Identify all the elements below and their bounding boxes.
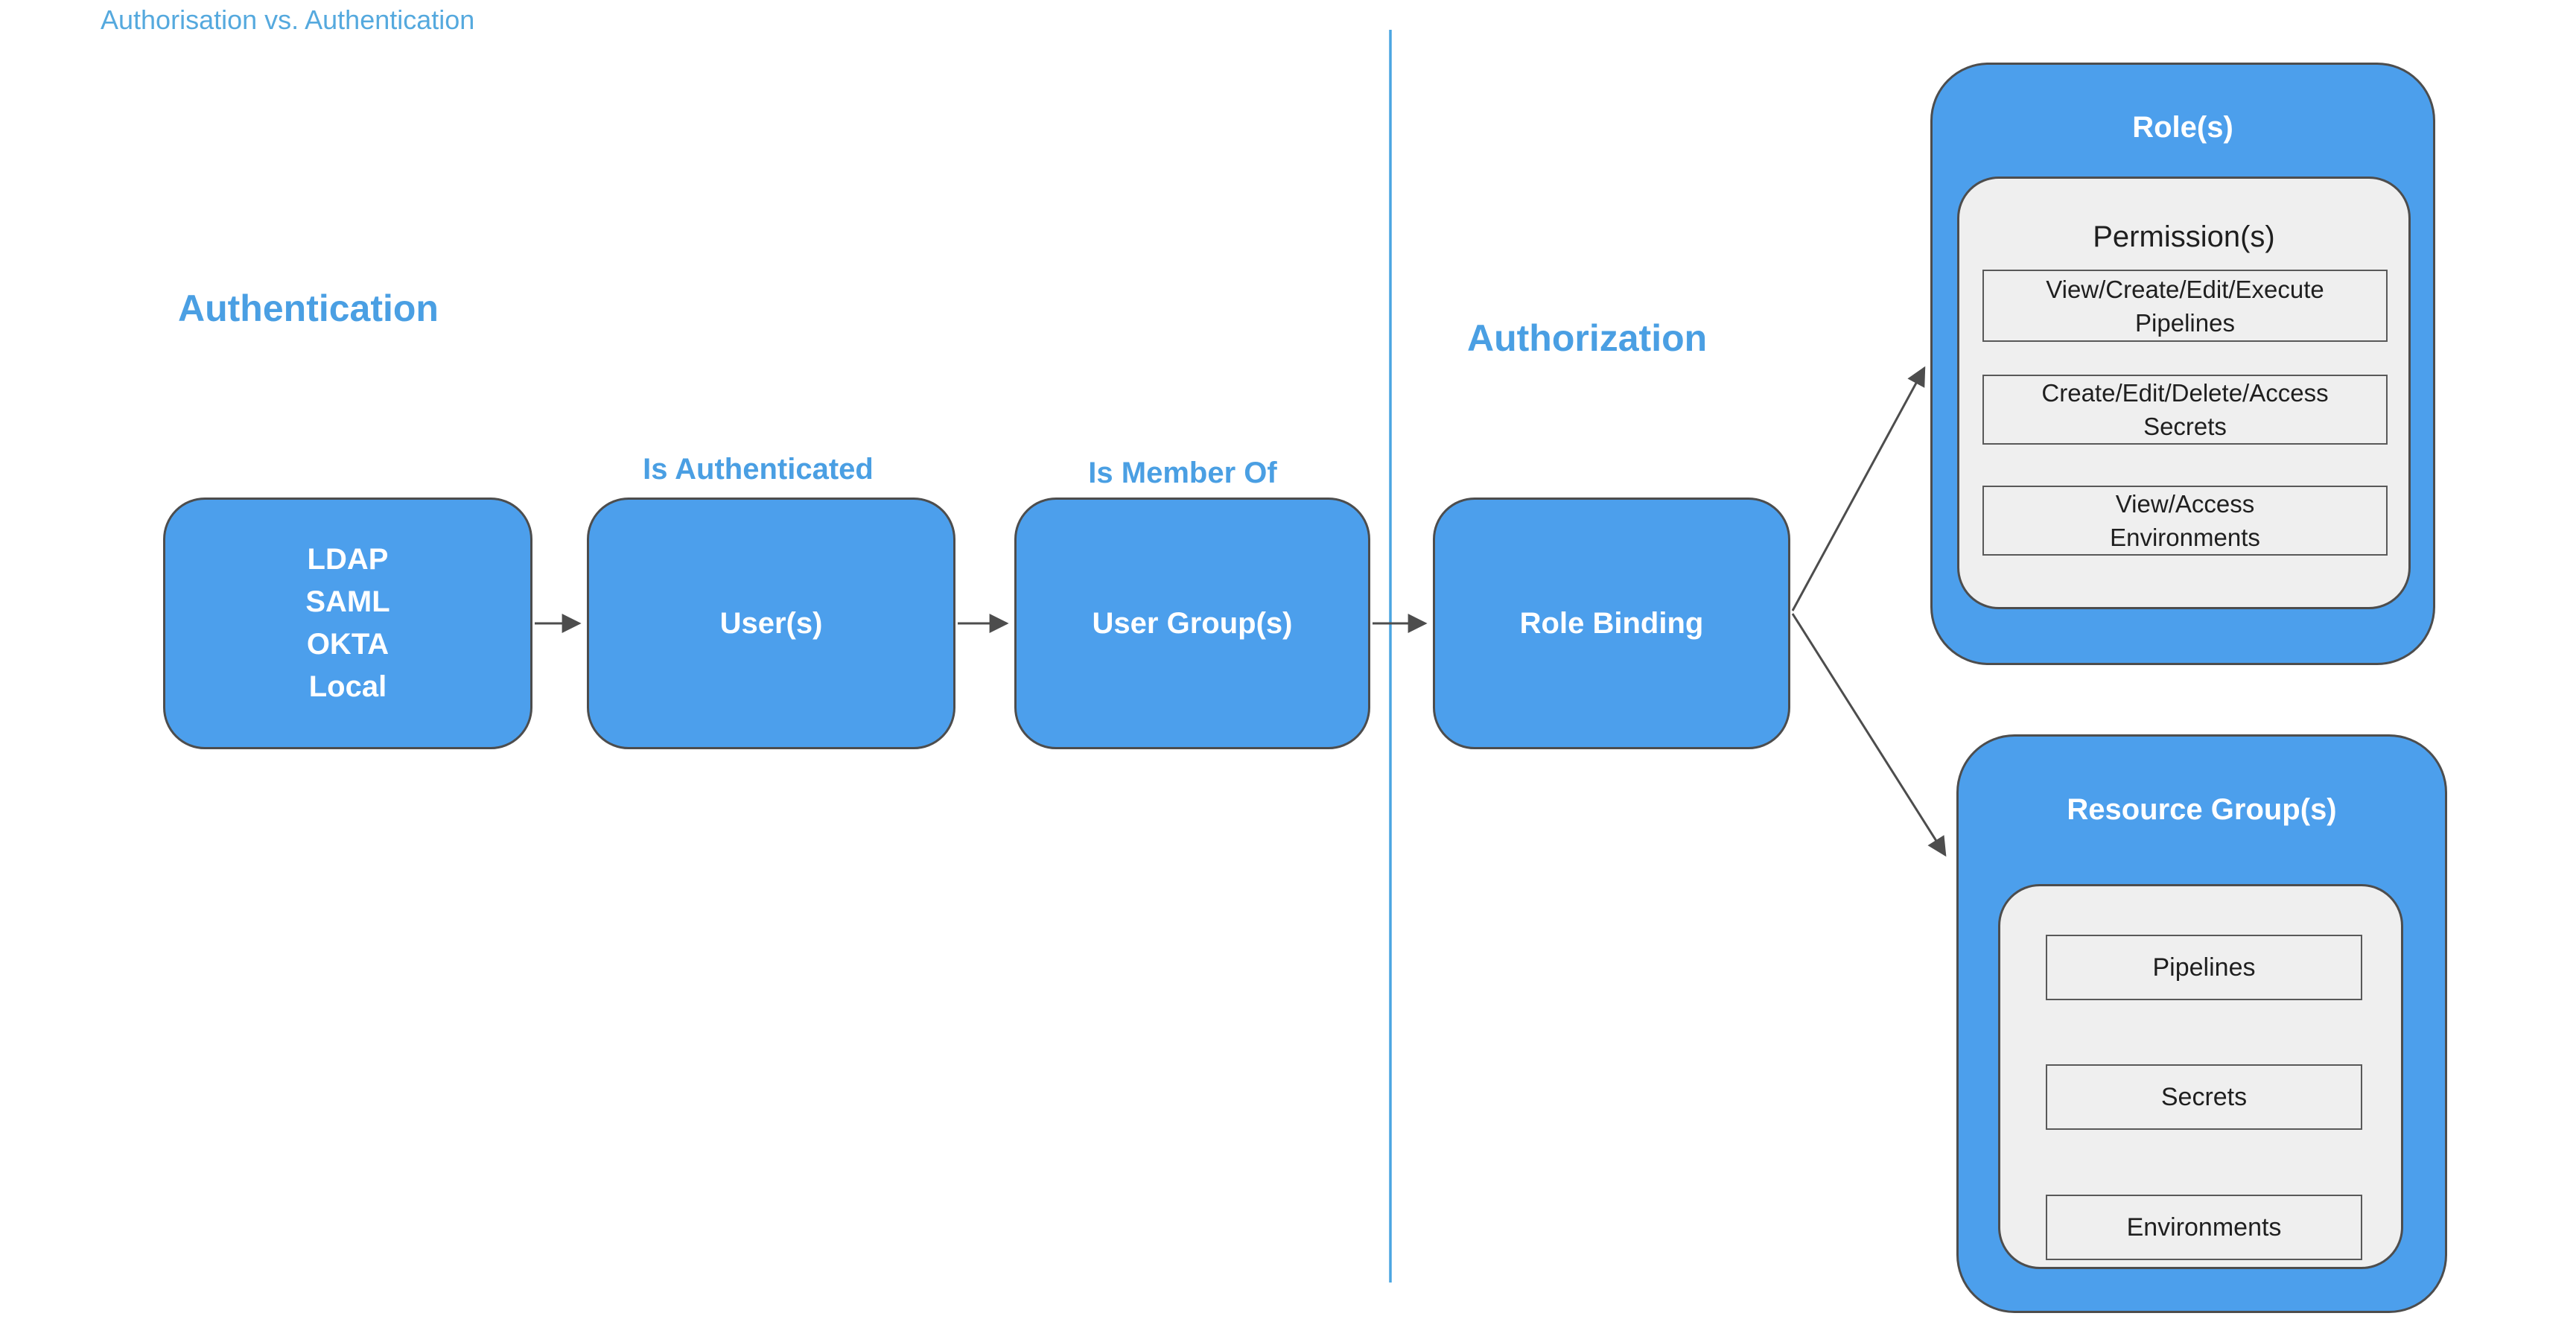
node-users-label: User(s) bbox=[719, 606, 823, 640]
node-roles: Role(s) Permission(s) View/Create/Edit/E… bbox=[1930, 63, 2435, 665]
page-title: Authorisation vs. Authentication bbox=[101, 4, 475, 35]
permission-item-secrets: Create/Edit/Delete/Access Secrets bbox=[1982, 375, 2388, 445]
permission-item-line: View/Create/Edit/Execute bbox=[2046, 275, 2324, 303]
edge-label-is-authenticated: Is Authenticated bbox=[643, 453, 874, 486]
permission-item-line: Pipelines bbox=[2135, 308, 2235, 337]
identity-provider-local: Local bbox=[308, 670, 387, 703]
permission-item-line: Create/Edit/Delete/Access bbox=[2041, 379, 2329, 407]
authentication-heading: Authentication bbox=[178, 287, 439, 329]
resource-item-label: Secrets bbox=[2160, 1082, 2248, 1111]
roles-title: Role(s) bbox=[2132, 111, 2233, 144]
permission-item-line: Environments bbox=[2110, 524, 2260, 551]
node-users: User(s) bbox=[587, 498, 955, 749]
permission-item-pipelines: View/Create/Edit/Execute Pipelines bbox=[1982, 270, 2388, 342]
node-identity-providers: LDAP SAML OKTA Local bbox=[163, 498, 532, 749]
node-user-groups-label: User Group(s) bbox=[1092, 606, 1293, 640]
node-resource-groups: Resource Group(s) Pipelines Secrets Envi… bbox=[1956, 734, 2447, 1313]
node-user-groups: User Group(s) bbox=[1014, 498, 1370, 749]
identity-provider-saml: SAML bbox=[305, 585, 390, 618]
resource-item-label: Environments bbox=[2126, 1212, 2282, 1242]
identity-provider-list: LDAP SAML OKTA Local bbox=[305, 538, 389, 708]
resource-item-secrets: Secrets bbox=[2046, 1064, 2362, 1130]
permissions-title: Permission(s) bbox=[2093, 220, 2275, 253]
resource-groups-title: Resource Group(s) bbox=[2067, 793, 2337, 826]
arrow-rolebinding-to-resourcegroups bbox=[1791, 613, 1947, 857]
permission-item-line: Secrets bbox=[2143, 413, 2227, 440]
authorization-heading: Authorization bbox=[1467, 317, 1708, 359]
permission-item-environments: View/Access Environments bbox=[1982, 486, 2388, 556]
resource-item-label: Pipelines bbox=[2152, 953, 2256, 982]
resources-panel: Pipelines Secrets Environments bbox=[1998, 884, 2403, 1269]
arrow-rolebinding-to-roles bbox=[1791, 366, 1926, 611]
resource-item-environments: Environments bbox=[2046, 1195, 2362, 1260]
resource-item-pipelines: Pipelines bbox=[2046, 935, 2362, 1000]
identity-provider-okta: OKTA bbox=[306, 628, 389, 661]
node-role-binding: Role Binding bbox=[1433, 498, 1790, 749]
identity-provider-ldap: LDAP bbox=[307, 543, 389, 576]
node-role-binding-label: Role Binding bbox=[1519, 606, 1704, 640]
permissions-panel: Permission(s) View/Create/Edit/Execute P… bbox=[1957, 177, 2411, 609]
permission-item-line: View/Access bbox=[2115, 490, 2255, 518]
edge-label-is-member-of: Is Member Of bbox=[1088, 457, 1277, 489]
